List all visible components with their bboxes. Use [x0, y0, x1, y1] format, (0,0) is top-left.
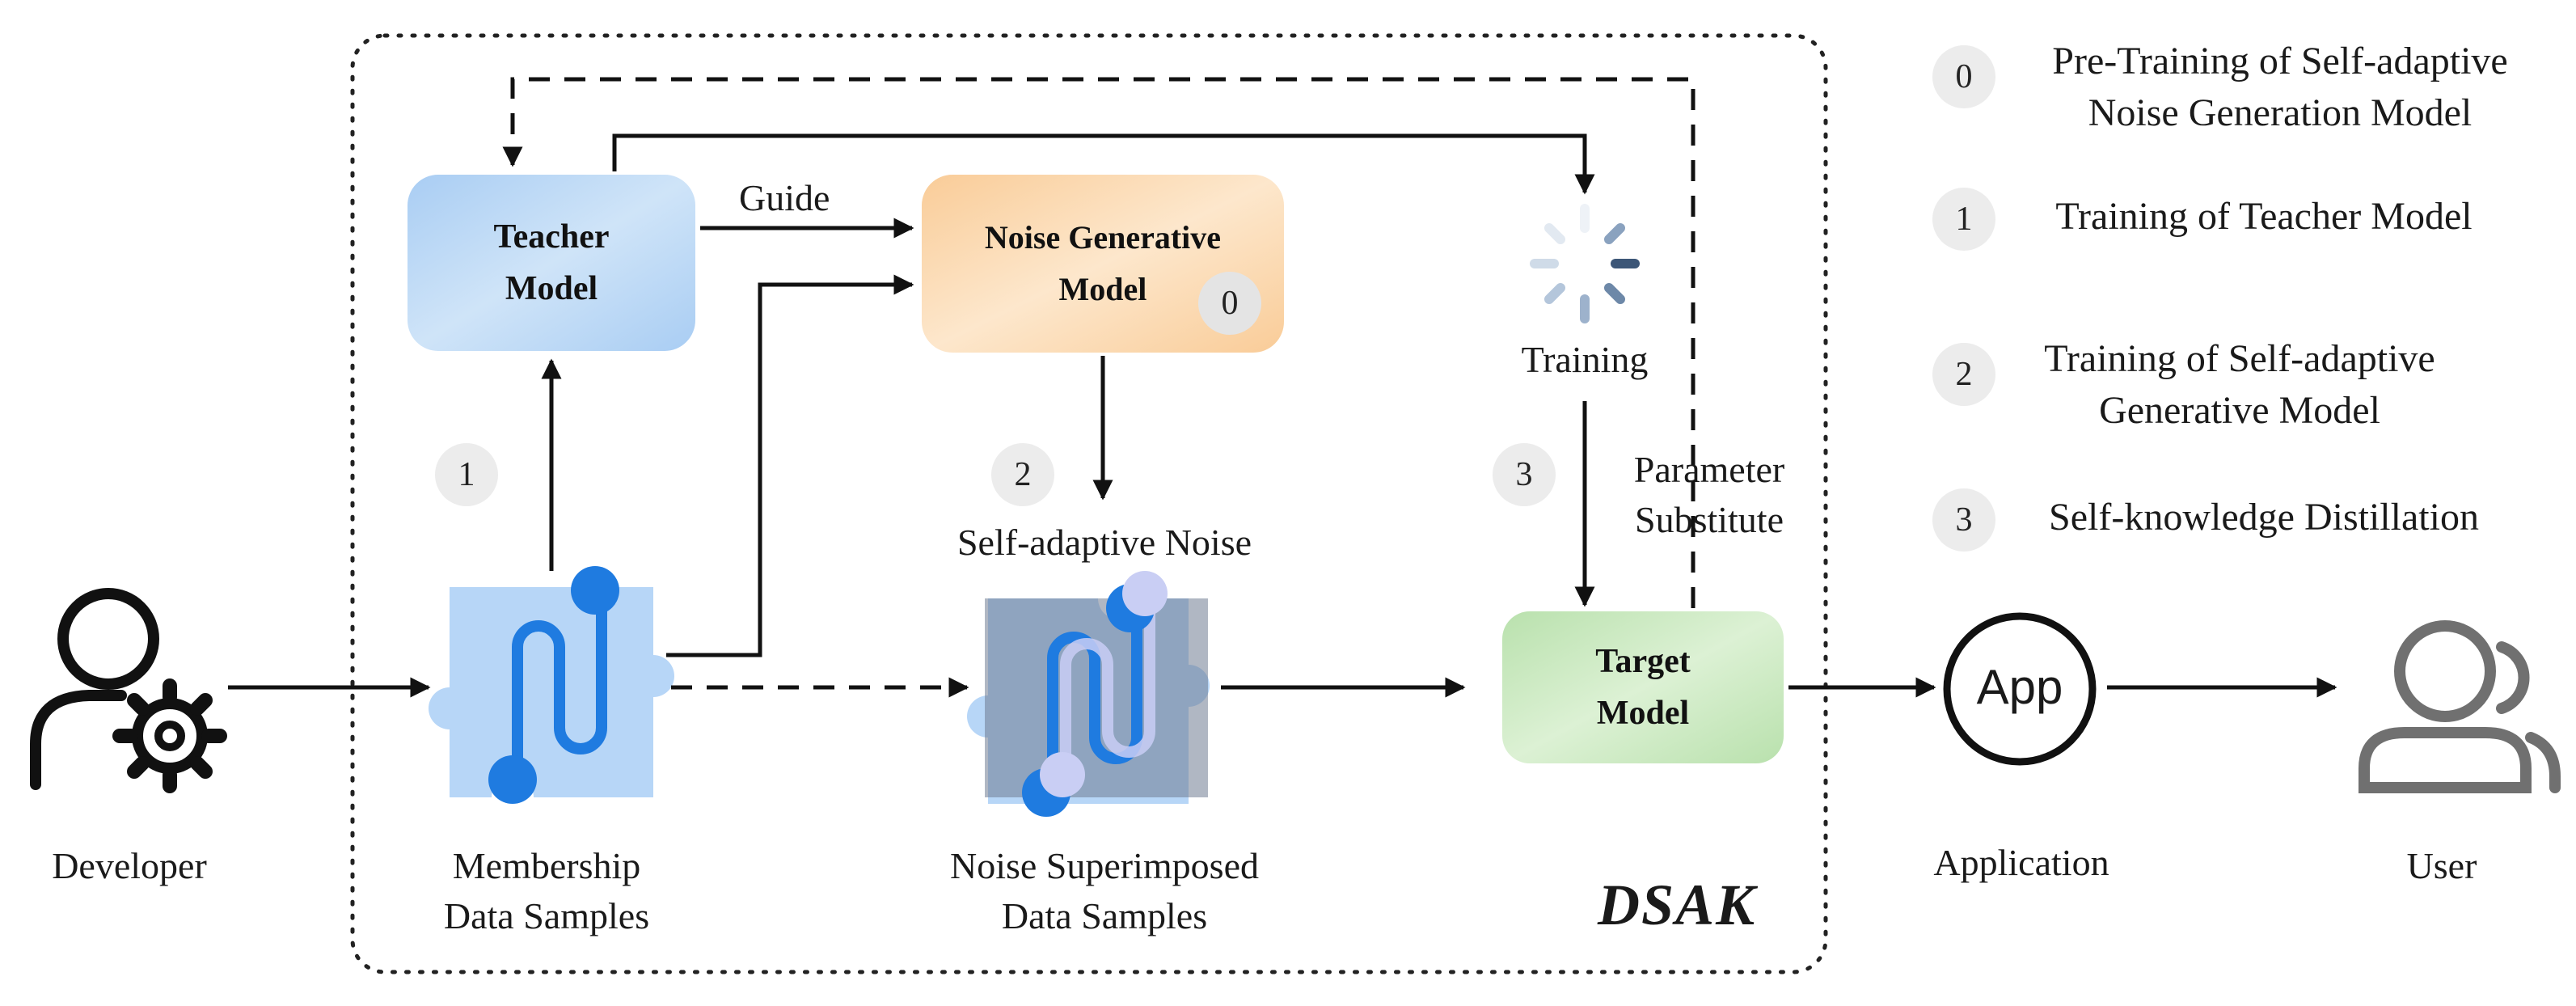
legend-text-2: Training of Self-adaptive Generative Mod… [2044, 337, 2435, 432]
teacher-model-label: Teacher Model [493, 218, 610, 307]
training-label: Training [1521, 339, 1649, 380]
noise-generative-model-label: Noise Generative Model [984, 219, 1222, 307]
dsak-title: DSAK [1598, 873, 1757, 937]
application-label: Application [1933, 842, 2109, 883]
user-label: User [2406, 845, 2477, 886]
step-2-badge: 2 [991, 443, 1054, 506]
noise-superimposed-label: Noise Superimposed Data Samples [949, 845, 1259, 936]
legend-badge-2: 2 [1932, 343, 1995, 406]
legend-item-1: Training of Teacher Model [1997, 191, 2531, 243]
dsak-frame [350, 33, 1828, 974]
noise-model-badge: 0 [1198, 272, 1261, 335]
training-spinner-icon [1530, 204, 1640, 323]
teacher-model-box: Teacher Model [408, 175, 695, 351]
self-adaptive-noise-label: Self-adaptive Noise [956, 522, 1252, 563]
developer-icon [30, 588, 227, 793]
legend-text-1: Training of Teacher Model [2055, 195, 2473, 238]
step-1-badge: 1 [435, 443, 498, 506]
legend-badge-0: 0 [1932, 45, 1995, 108]
target-model-box: Target Model [1502, 611, 1784, 763]
target-model-box-bg [1502, 611, 1784, 763]
app-icon-circle [1943, 612, 2097, 766]
developer-label: Developer [52, 845, 207, 886]
user-icon [2359, 620, 2561, 793]
target-model-label: Target Model [1595, 643, 1691, 732]
legend-item-0: Pre-Training of Self-adaptive Noise Gene… [2013, 36, 2547, 139]
legend-badge-1: 1 [1932, 188, 1995, 251]
legend-badge-3: 3 [1932, 488, 1995, 552]
legend-item-3: Self-knowledge Distillation [1997, 492, 2531, 543]
noise-model-box-bg [922, 175, 1284, 353]
arrows [228, 77, 2337, 698]
app-icon-text: App [1976, 660, 2063, 714]
membership-puzzle-icon [429, 566, 674, 804]
noise-superimposed-icon [967, 571, 1210, 817]
legend-text-3: Self-knowledge Distillation [2049, 496, 2479, 539]
parameter-substitute-label: Parameter Substitute [1633, 449, 1785, 540]
legend-item-2: Training of Self-adaptive Generative Mod… [2013, 333, 2466, 437]
legend-text-0: Pre-Training of Self-adaptive Noise Gene… [2052, 40, 2508, 134]
teacher-model-box-bg [408, 175, 695, 351]
membership-label: Membership Data Samples [443, 845, 650, 936]
step-3-badge: 3 [1493, 443, 1556, 506]
noise-generative-model-box: Noise Generative Model [922, 175, 1284, 353]
guide-label: Guide [739, 177, 830, 218]
